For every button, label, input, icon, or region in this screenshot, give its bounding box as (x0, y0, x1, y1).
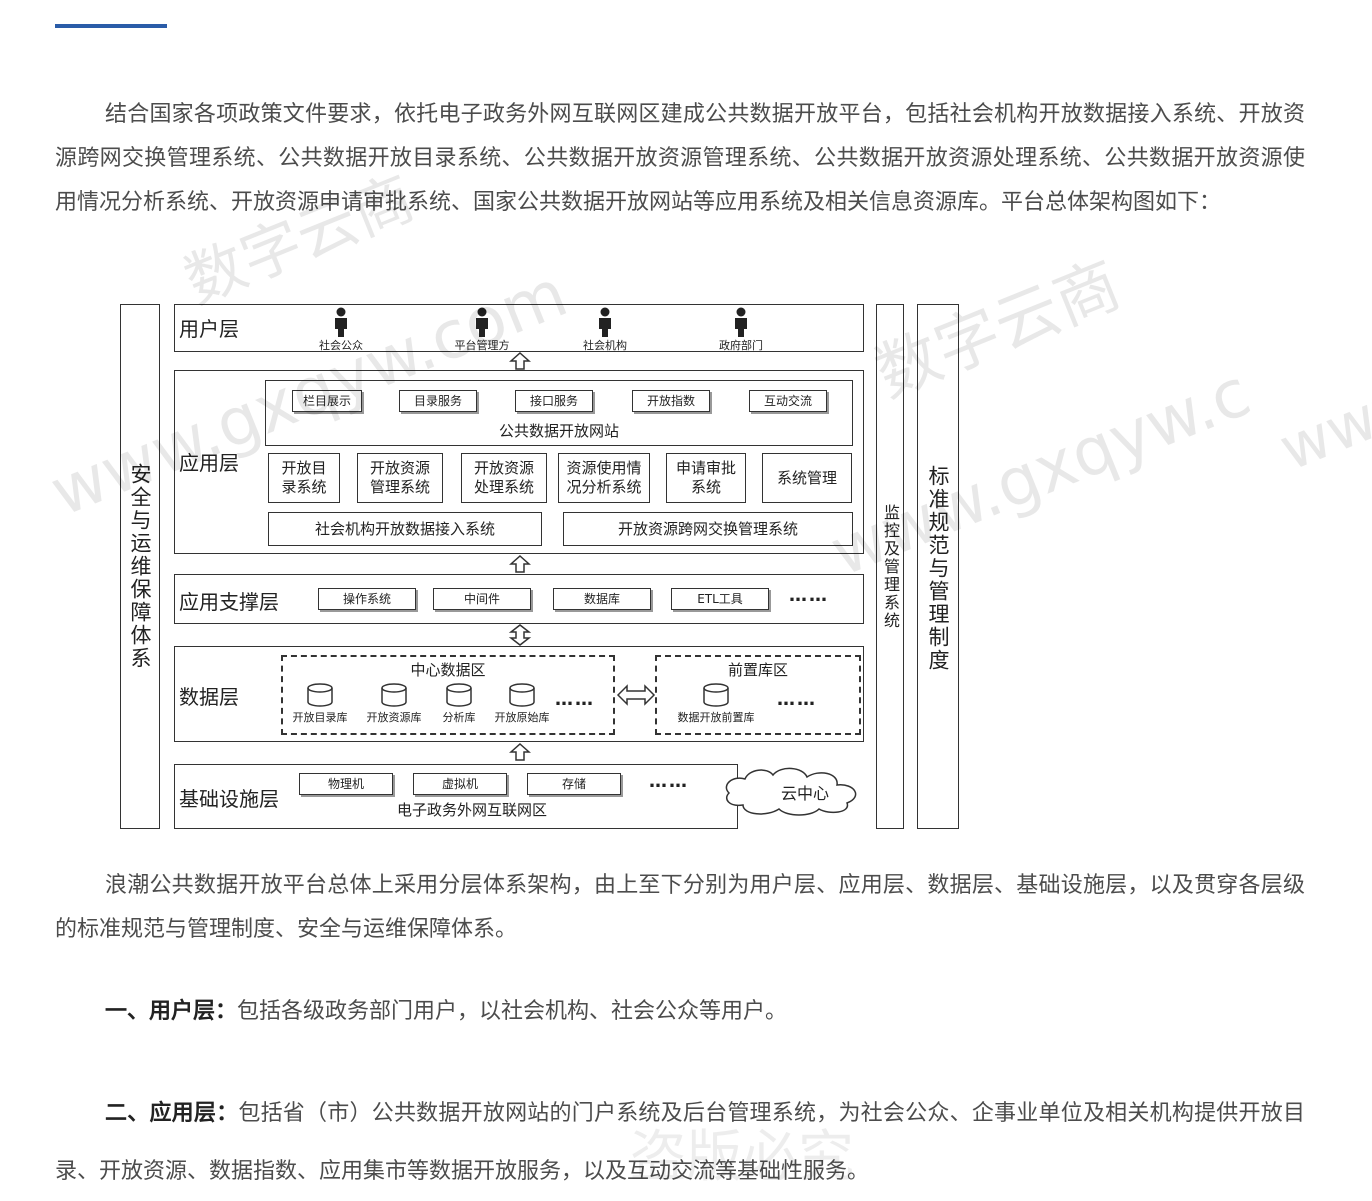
system-box: 开放资源管理系统 (357, 453, 443, 503)
infra-item: 存储 (527, 773, 621, 795)
website-item: 互动交流 (749, 390, 827, 412)
front-db-zone: 前置库区 数据开放前置库 …… (655, 655, 861, 735)
monitor-column: 监控及管理系统 (876, 304, 904, 829)
user-layer: 用户层 社会公众 平台管理方 社会机构 政府部门 (174, 304, 864, 352)
front-ellipsis: …… (777, 689, 817, 710)
db-item: 开放目录库 (285, 683, 355, 725)
item1-text: 包括各级政务部门用户，以社会机构、社会公众等用户。 (237, 999, 788, 1024)
up-arrow-icon (509, 554, 531, 573)
center-ellipsis: …… (555, 689, 595, 710)
infra-layer-label: 基础设施层 (179, 787, 279, 811)
security-ops-column: 安全与运维保障体系 (120, 304, 160, 829)
system-box: 开放资源处理系统 (461, 453, 547, 503)
db-label: 分析库 (442, 711, 476, 724)
support-item: 中间件 (433, 588, 531, 610)
infra-item: 物理机 (299, 773, 393, 795)
updown-arrow-icon (508, 624, 532, 646)
item2-heading: 二、应用层： (105, 1101, 239, 1126)
database-icon (509, 683, 535, 707)
security-ops-label: 安全与运维保障体系 (128, 463, 152, 670)
summary-paragraph: 浪潮公共数据开放平台总体上采用分层体系架构，由上至下分别为用户层、应用层、数据层… (55, 873, 1305, 942)
website-item: 开放指数 (632, 390, 710, 412)
standards-column: 标准规范与管理制度 (917, 304, 959, 829)
data-layer: 数据层 中心数据区 开放目录库 开放资源库 分析库 开放原始库 …… (174, 646, 864, 742)
database-icon (381, 683, 407, 707)
database-icon (446, 683, 472, 707)
bottom-system-box: 社会机构开放数据接入系统 (268, 512, 542, 546)
db-item: 开放资源库 (359, 683, 429, 725)
person-icon (735, 307, 747, 337)
user-layer-paragraph: 一、用户层：包括各级政务部门用户，以社会机构、社会公众等用户。 (55, 990, 1305, 1034)
user-label: 政府部门 (719, 339, 763, 352)
db-label: 开放原始库 (494, 711, 550, 724)
db-label: 数据开放前置库 (677, 711, 755, 724)
center-data-zone: 中心数据区 开放目录库 开放资源库 分析库 开放原始库 …… (281, 655, 615, 735)
user-platform-admin: 平台管理方 (447, 307, 517, 353)
network-zone-label: 电子政务外网互联网区 (397, 801, 548, 819)
support-item: ETL工具 (671, 588, 769, 610)
cloud-label: 云中心 (781, 784, 830, 803)
data-layer-label: 数据层 (179, 685, 239, 709)
infra-item: 虚拟机 (413, 773, 507, 795)
standards-label: 标准规范与管理制度 (926, 465, 950, 672)
infra-ellipsis: …… (649, 771, 689, 792)
db-item: 分析库 (429, 683, 489, 725)
intro-paragraph: 结合国家各项政策文件要求，依托电子政务外网互联网区建成公共数据开放平台，包括社会… (55, 102, 1305, 215)
architecture-diagram: 安全与运维保障体系 监控及管理系统 标准规范与管理制度 用户层 社会公众 平台管… (117, 300, 962, 832)
bottom-system-box: 开放资源跨网交换管理系统 (563, 512, 853, 546)
front-db-title: 前置库区 (727, 661, 788, 679)
db-item: 开放原始库 (487, 683, 557, 725)
user-gov-dept: 政府部门 (711, 307, 771, 353)
person-icon (335, 307, 347, 337)
system-box: 资源使用情况分析系统 (558, 453, 650, 503)
user-layer-label: 用户层 (179, 317, 239, 341)
system-box: 开放目录系统 (268, 453, 340, 503)
website-item: 目录服务 (399, 390, 477, 412)
user-label: 社会机构 (583, 339, 627, 352)
user-label: 平台管理方 (454, 339, 510, 352)
title-accent-line (55, 24, 167, 28)
item2-text: 包括省（市）公共数据开放网站的门户系统及后台管理系统，为社会公众、企事业单位及相… (55, 1101, 1305, 1184)
system-box: 系统管理 (762, 453, 852, 503)
database-icon (307, 683, 333, 707)
up-arrow-icon (509, 351, 531, 370)
center-data-title: 中心数据区 (410, 661, 486, 679)
support-layer-label: 应用支撑层 (179, 590, 279, 614)
watermark: www (1270, 364, 1372, 485)
up-arrow-icon (509, 742, 531, 761)
db-item: 数据开放前置库 (671, 683, 761, 725)
website-item: 接口服务 (515, 390, 593, 412)
user-social-org: 社会机构 (575, 307, 635, 353)
bidirectional-arrow-icon (616, 684, 656, 706)
support-item: 操作系统 (318, 588, 416, 610)
website-title: 公共数据开放网站 (498, 422, 619, 440)
support-layer: 应用支撑层 操作系统 中间件 数据库 ETL工具 …… (174, 574, 864, 624)
db-label: 开放目录库 (292, 711, 348, 724)
cloud-icon (725, 767, 857, 816)
monitor-label: 监控及管理系统 (881, 503, 900, 630)
person-icon (599, 307, 611, 337)
support-item: 数据库 (553, 588, 651, 610)
app-layer: 应用层 栏目展示 目录服务 接口服务 开放指数 互动交流 公共数据开放网站 开放… (174, 370, 864, 554)
open-data-website-box: 栏目展示 目录服务 接口服务 开放指数 互动交流 公共数据开放网站 (265, 380, 853, 446)
database-icon (703, 683, 729, 707)
item1-heading: 一、用户层： (105, 999, 238, 1024)
infra-layer: 基础设施层 物理机 虚拟机 存储 …… 电子政务外网互联网区 (174, 764, 738, 829)
user-label: 社会公众 (319, 339, 363, 352)
system-box: 申请审批系统 (666, 453, 746, 503)
app-layer-paragraph: 二、应用层：包括省（市）公共数据开放网站的门户系统及后台管理系统，为社会公众、企… (55, 1085, 1305, 1201)
app-layer-label: 应用层 (179, 451, 239, 475)
support-ellipsis: …… (789, 585, 829, 606)
user-social-public: 社会公众 (311, 307, 371, 353)
website-item: 栏目展示 (292, 390, 362, 412)
person-icon (476, 307, 488, 337)
db-label: 开放资源库 (366, 711, 422, 724)
